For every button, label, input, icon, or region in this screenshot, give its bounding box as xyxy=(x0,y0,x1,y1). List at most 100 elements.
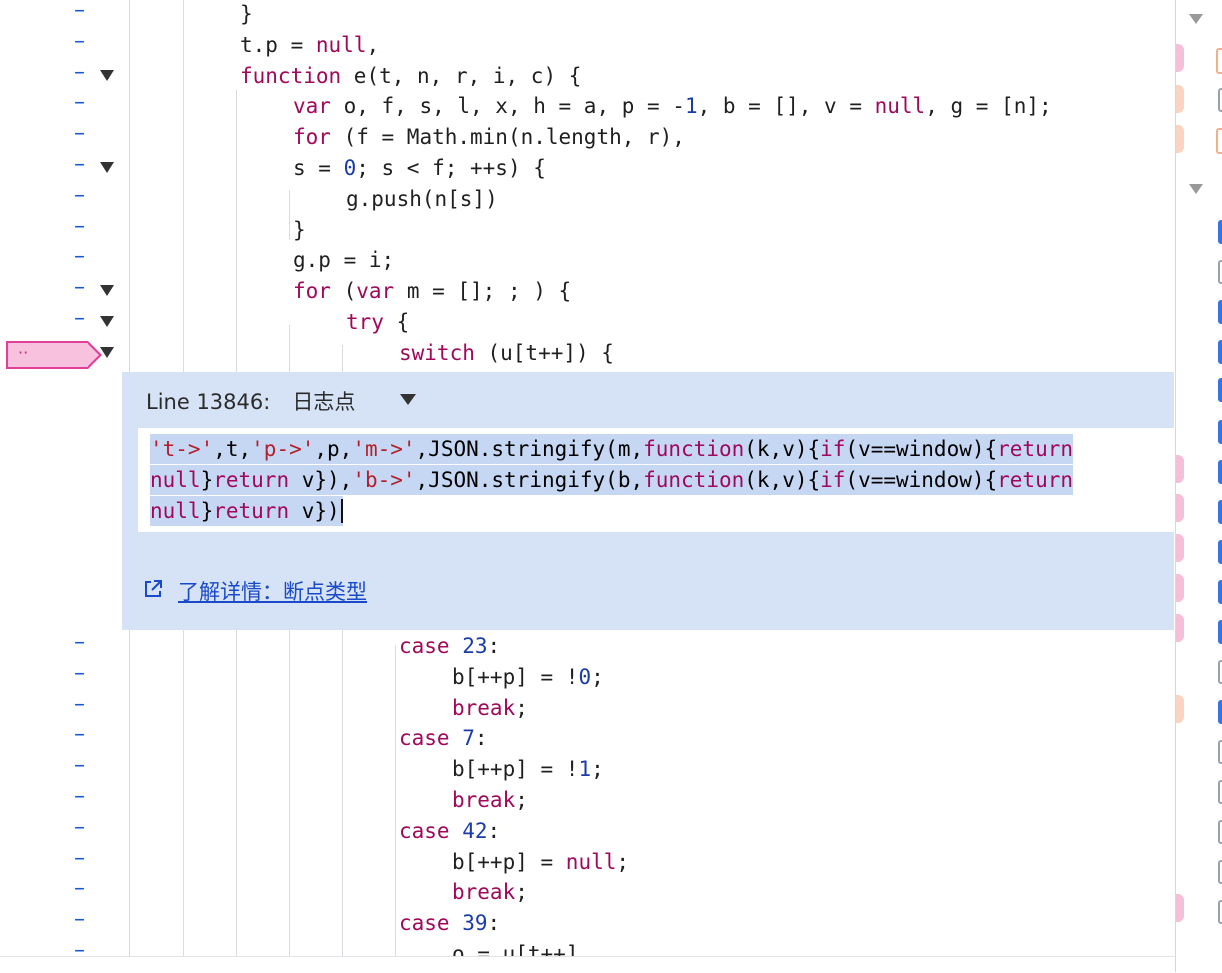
breakpoint-marker xyxy=(1176,125,1184,153)
code-line[interactable]: – break; xyxy=(0,784,1174,817)
breakpoint-gutter-slot[interactable]: – xyxy=(74,784,85,809)
code-line[interactable]: –for (var m = []; ; ) { xyxy=(0,275,1174,308)
breakpoint-checkbox[interactable] xyxy=(1218,900,1222,924)
breakpoint-checkbox[interactable] xyxy=(1218,88,1222,112)
breakpoint-checkbox[interactable] xyxy=(1218,540,1222,564)
breakpoint-checkbox[interactable] xyxy=(1218,420,1222,444)
code-line[interactable]: –b[++p] = null; xyxy=(0,845,1174,879)
code-text: case 42: xyxy=(399,818,501,843)
breakpoint-gutter-slot[interactable]: – xyxy=(74,876,85,902)
breakpoint-checkbox[interactable] xyxy=(1218,620,1222,644)
fold-chevron-icon[interactable] xyxy=(100,346,114,358)
breakpoint-gutter-slot[interactable]: – xyxy=(74,121,85,147)
breakpoint-gutter-slot[interactable]: – xyxy=(74,213,85,239)
breakpoint-gutter-slot[interactable]: – xyxy=(74,182,85,208)
fold-chevron-icon[interactable] xyxy=(100,69,114,81)
breakpoint-gutter-slot[interactable]: – xyxy=(74,306,85,331)
chevron-down-icon[interactable] xyxy=(1189,184,1203,194)
chevron-down-icon[interactable] xyxy=(1189,14,1203,24)
breakpoint-checkbox[interactable] xyxy=(1218,378,1222,402)
indent-guide xyxy=(342,345,343,960)
code-line[interactable]: – g.p = i; xyxy=(0,244,1174,277)
breakpoint-checkbox[interactable] xyxy=(1218,820,1222,844)
code-text: break; xyxy=(452,788,528,812)
code-line[interactable]: –g.push(n[s]) xyxy=(0,182,1174,216)
code-line[interactable]: –t.p = null, xyxy=(0,28,1174,62)
breakpoint-checkbox[interactable] xyxy=(1218,500,1222,524)
breakpoint-checkbox[interactable] xyxy=(1218,780,1222,804)
logpoint-marker[interactable]: ·· xyxy=(6,341,102,369)
code-line[interactable]: –try { xyxy=(0,306,1174,339)
code-line[interactable]: –var o, f, s, l, x, h = a, p = -1, b = [… xyxy=(0,90,1174,123)
code-line[interactable]: –s = 0; s < f; ++s) { xyxy=(0,152,1174,185)
external-link-icon[interactable] xyxy=(142,578,164,600)
breakpoint-checkbox[interactable] xyxy=(1218,300,1222,324)
code-text: break; xyxy=(452,695,528,720)
breakpoint-gutter-slot[interactable]: – xyxy=(74,907,85,933)
breakpoint-gutter-slot[interactable]: – xyxy=(74,275,85,301)
breakpoint-checkbox[interactable] xyxy=(1218,700,1222,724)
code-line[interactable]: – o = u[t++] xyxy=(0,938,1174,960)
fold-chevron-icon[interactable] xyxy=(100,285,114,297)
breakpoint-checkbox[interactable] xyxy=(1218,740,1222,764)
breakpoint-marker xyxy=(1176,44,1184,72)
breakpoint-gutter-slot[interactable]: – xyxy=(74,814,85,840)
breakpoint-marker xyxy=(1176,614,1184,642)
breakpoint-gutter-slot[interactable]: – xyxy=(74,28,85,54)
breakpoint-checkbox[interactable] xyxy=(1218,660,1222,684)
logpoint-marker-dots: ·· xyxy=(18,343,29,362)
breakpoint-gutter-slot[interactable]: – xyxy=(74,0,85,23)
breakpoint-gutter-slot[interactable]: – xyxy=(74,59,85,85)
code-text: break; xyxy=(452,880,528,905)
breakpoint-gutter-slot[interactable]: – xyxy=(74,90,85,116)
breakpoint-gutter-slot[interactable]: – xyxy=(74,938,85,960)
breakpoint-gutter-slot[interactable]: – xyxy=(74,660,85,686)
breakpoint-checkbox[interactable] xyxy=(1218,220,1222,244)
code-text: o = u[t++] xyxy=(452,942,579,960)
code-line[interactable]: –} xyxy=(0,0,1174,31)
breakpoint-marker xyxy=(1176,894,1184,922)
breakpoint-marker xyxy=(1176,574,1184,602)
breakpoint-marker xyxy=(1176,494,1184,522)
breakpoint-checkbox[interactable] xyxy=(1218,260,1222,284)
breakpoint-gutter-slot[interactable]: – xyxy=(74,845,85,871)
source-code-editor[interactable]: –}–t.p = null,–function e(t, n, r, i, c)… xyxy=(0,0,1174,960)
breakpoint-marker xyxy=(1176,85,1184,113)
fold-chevron-icon[interactable] xyxy=(100,162,114,173)
code-line[interactable]: – break; xyxy=(0,691,1174,725)
breakpoint-type-select[interactable]: 日志点 xyxy=(292,390,356,414)
code-line[interactable]: –switch (u[t++]) { xyxy=(0,337,1174,370)
breakpoint-gutter-slot[interactable]: – xyxy=(74,244,85,270)
code-line[interactable]: –} xyxy=(0,213,1174,247)
code-line[interactable]: – break; xyxy=(0,876,1174,909)
breakpoint-gutter-slot[interactable]: – xyxy=(74,753,85,779)
logpoint-line-label: Line 13846: xyxy=(146,390,271,414)
code-text: g.p = i; xyxy=(293,248,395,273)
breakpoint-checkbox[interactable] xyxy=(1216,128,1222,154)
breakpoint-gutter-slot[interactable]: – xyxy=(74,691,85,717)
fold-chevron-icon[interactable] xyxy=(100,316,114,327)
code-text: } xyxy=(293,217,306,242)
code-line[interactable]: –case 23: xyxy=(0,630,1174,663)
breakpoint-checkbox[interactable] xyxy=(1216,48,1222,74)
breakpoint-checkbox[interactable] xyxy=(1218,580,1222,604)
breakpoint-checkbox[interactable] xyxy=(1218,340,1222,364)
logpoint-expression-input[interactable]: 't->',t,'p->',p,'m->',JSON.stringify(m,f… xyxy=(138,428,1174,532)
code-line[interactable]: –for (f = Math.min(n.length, r), xyxy=(0,121,1174,154)
breakpoint-checkbox[interactable] xyxy=(1218,460,1222,484)
code-line[interactable]: –case 39: xyxy=(0,907,1174,940)
code-line[interactable]: – b[++p] = !0; xyxy=(0,660,1174,694)
code-text: function e(t, n, r, i, c) { xyxy=(240,63,582,88)
breakpoint-gutter-slot[interactable]: – xyxy=(74,152,85,177)
code-line[interactable]: – function e(t, n, r, i, c) { xyxy=(0,59,1174,93)
code-line[interactable]: –case 7: xyxy=(0,722,1174,755)
chevron-down-icon[interactable] xyxy=(400,394,416,405)
breakpoint-gutter-slot[interactable]: – xyxy=(74,722,85,748)
code-line[interactable]: –b[++p] = !1; xyxy=(0,753,1174,786)
code-line[interactable]: – case 42: xyxy=(0,814,1174,848)
code-text: b[++p] = !0; xyxy=(452,664,604,689)
breakpoint-gutter-slot[interactable]: – xyxy=(74,630,85,655)
learn-more-link[interactable]: 了解详情：断点类型 xyxy=(178,580,367,604)
breakpoint-checkbox[interactable] xyxy=(1218,860,1222,884)
horizontal-scrollbar[interactable] xyxy=(0,956,1175,973)
